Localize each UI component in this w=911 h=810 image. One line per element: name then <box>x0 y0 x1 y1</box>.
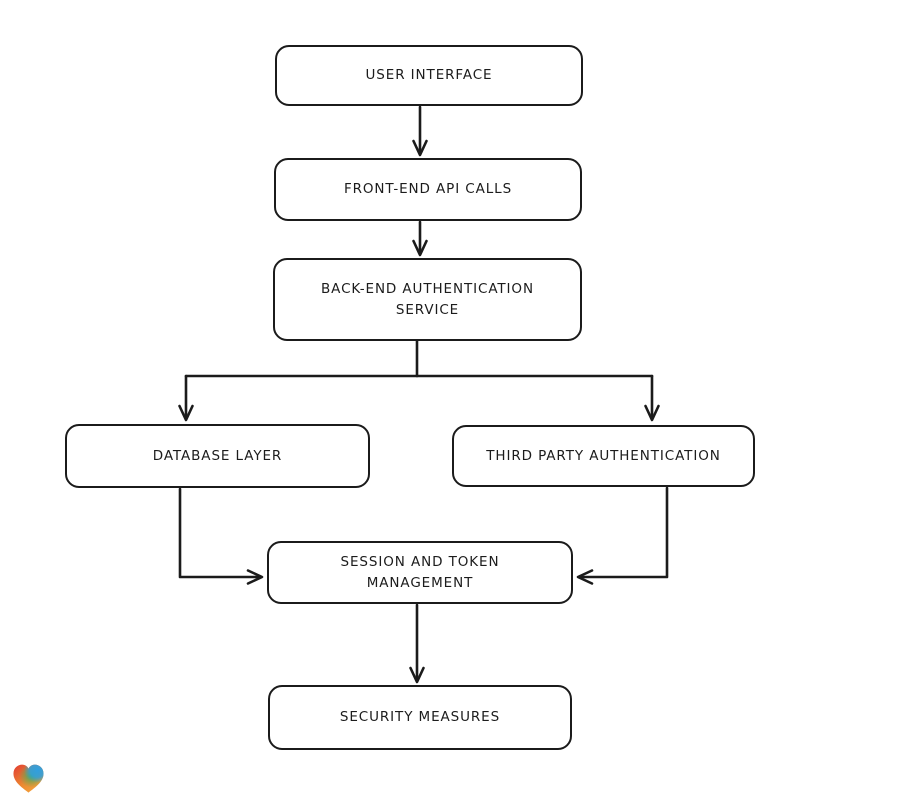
node-back-end-authentication-service: BACK-END AUTHENTICATION SERVICE <box>273 258 582 341</box>
node-database-layer-label: DATABASE LAYER <box>152 447 283 464</box>
node-back-end-authentication-service-label: BACK-END AUTHENTICATION SERVICE <box>321 280 534 318</box>
node-security-measures: SECURITY MEASURES <box>268 685 572 750</box>
arrow-user-interface-to-front-end <box>412 105 428 157</box>
arrow-third-party-to-session <box>576 486 669 585</box>
node-security-measures-label: SECURITY MEASURES <box>339 709 501 726</box>
node-session-and-token-management: SESSION AND TOKEN MANAGEMENT <box>267 541 573 604</box>
arrow-front-end-to-back-end <box>412 220 428 257</box>
node-user-interface: USER INTERFACE <box>275 45 583 106</box>
arrow-back-end-to-database-layer <box>178 339 654 422</box>
node-third-party-authentication: THIRD PARTY AUTHENTICATION <box>452 425 755 487</box>
node-third-party-authentication-label: THIRD PARTY AUTHENTICATION <box>486 447 721 464</box>
node-session-and-token-management-label: SESSION AND TOKEN MANAGEMENT <box>340 553 500 591</box>
node-user-interface-label: USER INTERFACE <box>365 67 493 84</box>
arrow-database-to-session <box>178 487 264 585</box>
node-front-end-api-calls-label: FRONT-END API CALLS <box>343 181 513 198</box>
arrow-back-end-to-third-party <box>644 374 660 422</box>
arrow-session-to-security <box>409 603 425 684</box>
gradient-heart-logo-icon[interactable] <box>12 763 45 795</box>
node-front-end-api-calls: FRONT-END API CALLS <box>274 158 582 221</box>
node-database-layer: DATABASE LAYER <box>65 424 370 488</box>
